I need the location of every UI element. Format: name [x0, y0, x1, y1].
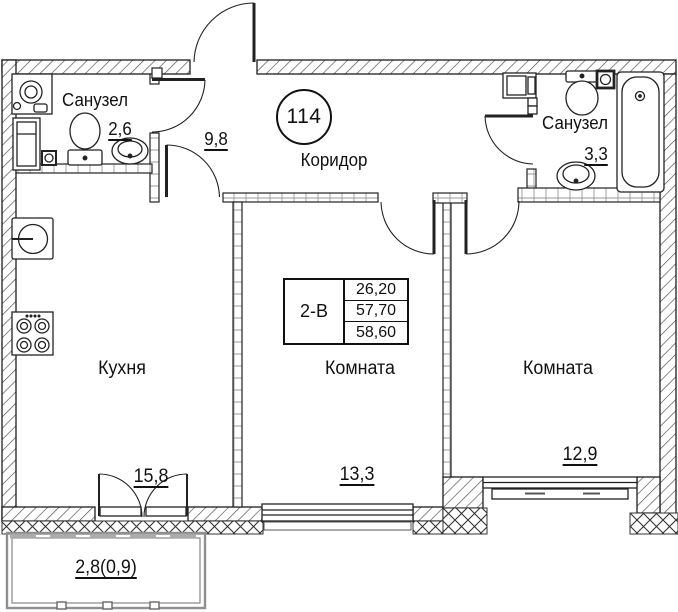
room-right-label: Комната: [523, 358, 593, 379]
room-center-area: 13,3: [339, 464, 375, 485]
bathroom-cabinet-icon: [12, 117, 41, 171]
washing-machine-icon: [11, 73, 53, 115]
bathroom-right-label: Санузел: [542, 113, 608, 133]
partition-corridor-south: [222, 192, 379, 203]
facade-band-right: [629, 512, 678, 535]
partition-room1-room2-head: [432, 192, 468, 204]
area-living: 26,20: [345, 280, 407, 301]
kitchen-label: Кухня: [98, 358, 146, 379]
wall-bottom-room1-jamb: [412, 506, 444, 522]
kitchen-area: 15,8: [133, 466, 169, 487]
partition-kitchen-room1: [232, 201, 243, 508]
wall-bottom-kitchen-left: [1, 506, 96, 522]
bathroom-left-area: 2,6: [108, 119, 132, 139]
facade-band-mid: [412, 520, 444, 535]
fixtures: [11, 69, 665, 356]
sink-left-icon: [111, 137, 149, 165]
window-room2: [482, 476, 638, 500]
room-center-door: [380, 200, 436, 255]
sink-right-icon: [556, 161, 596, 191]
balcony-post: [102, 601, 113, 610]
doors: [98, 2, 534, 518]
toilet-right-icon: [565, 70, 600, 116]
kitchen-door: [165, 144, 221, 198]
wall-step-corner: [442, 476, 484, 509]
corridor-area: 9,8: [204, 129, 228, 149]
balcony-area: 2,8(0,9): [75, 557, 137, 578]
facade-band-step: [442, 507, 488, 535]
toilet-left-icon: [67, 112, 103, 166]
corridor-label: Коридор: [300, 150, 368, 170]
unit-number-badge: 114: [276, 89, 332, 145]
partition-room1-room2: [442, 201, 452, 478]
balcony-outline: [5, 531, 207, 610]
water-meter-left-icon: [41, 150, 57, 166]
balcony-post: [149, 601, 160, 610]
entry-door-jamb: [151, 67, 163, 79]
water-meter-right-icon: [595, 69, 616, 90]
window-room1: [261, 503, 414, 531]
balcony-post: [56, 601, 67, 610]
balcony-door-sill: [99, 506, 187, 517]
windows: [99, 476, 638, 531]
bathroom-left-label: Санузел: [62, 90, 128, 110]
bathroom-right-area: 3,3: [584, 144, 608, 164]
room-center-label: Комната: [325, 358, 395, 379]
facade-band: [1, 507, 678, 535]
boiler-cabinet-icon: [502, 72, 538, 115]
wall-bottom-room2-jamb: [636, 476, 661, 514]
kitchen-sink-icon: [11, 217, 54, 260]
apartment-type: 2-В: [285, 280, 345, 343]
bathtub-icon: [616, 71, 665, 193]
stove-icon: [11, 311, 54, 356]
balcony-french-doors: [98, 473, 188, 518]
wall-bottom-kitchen-right: [187, 506, 264, 522]
area-usable: 57,70: [345, 301, 407, 322]
apartment-area-table: 2-В 26,20 57,70 58,60: [283, 278, 409, 345]
unit-number: 114: [286, 105, 322, 128]
room-right-door: [464, 200, 520, 255]
room-right-area: 12,9: [562, 444, 598, 465]
bathroom-left-door: [151, 78, 206, 133]
bathroom-right-door: [484, 114, 534, 165]
area-total: 58,60: [355, 323, 397, 341]
